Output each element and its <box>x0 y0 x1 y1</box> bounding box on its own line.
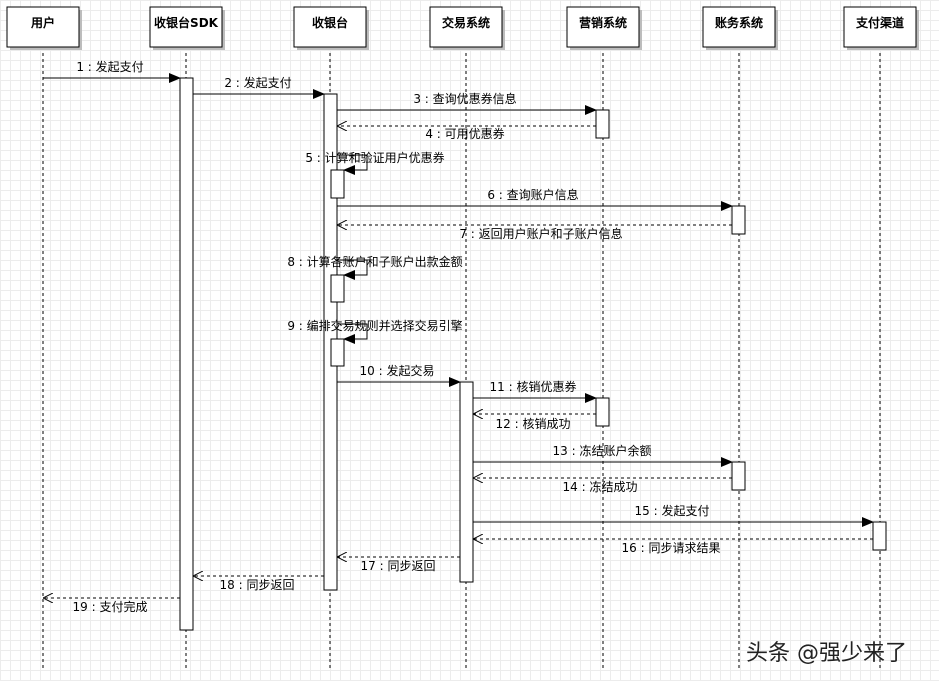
participant-box-trade <box>429 6 503 48</box>
message-label-17: 17 : 同步返回 <box>361 559 436 573</box>
message-label-11: 11 : 核销优惠券 <box>490 379 577 394</box>
message-label-10: 10 : 发起交易 <box>360 363 435 378</box>
message-label-8: 8 : 计算各账户和子账户出款金额 <box>287 254 462 269</box>
participant-label-user: 用户 <box>30 15 55 30</box>
activation-bar-cashier <box>330 338 345 367</box>
activation-bar-account <box>731 205 746 235</box>
message-label-15: 15 : 发起支付 <box>635 503 710 518</box>
activation-bar-cashier <box>330 169 345 199</box>
message-label-4: 4 : 可用优惠券 <box>425 126 504 141</box>
message-label-12: 12 : 核销成功 <box>496 417 571 431</box>
self-message-arrow-5 <box>337 154 368 175</box>
message-label-19: 19 : 支付完成 <box>73 599 148 614</box>
activation-bar-marketing <box>595 397 610 427</box>
participant-label-trade: 交易系统 <box>442 15 490 30</box>
activation-bar-channel <box>872 521 887 551</box>
message-label-1: 1 : 发起支付 <box>76 59 143 74</box>
participant-label-cashier: 收银台 <box>312 15 348 30</box>
participant-box-marketing <box>566 6 640 48</box>
message-label-5: 5 : 计算和验证用户优惠券 <box>305 150 444 165</box>
message-label-6: 6 : 查询账户信息 <box>487 187 578 202</box>
message-label-7: 7 : 返回用户账户和子账户信息 <box>459 226 622 241</box>
participant-label-channel: 支付渠道 <box>855 15 904 30</box>
self-message-arrow-9 <box>337 323 368 344</box>
participant-box-sdk <box>149 6 223 48</box>
message-label-18: 18 : 同步返回 <box>220 578 295 592</box>
activation-bar-trade <box>459 381 474 583</box>
self-message-arrow-8 <box>337 259 368 280</box>
participant-label-marketing: 营销系统 <box>579 15 627 30</box>
message-label-3: 3 : 查询优惠券信息 <box>413 91 516 106</box>
watermark-text: 头条 @强少来了 <box>746 641 907 666</box>
activation-bar-account <box>731 461 746 491</box>
message-label-13: 13 : 冻结账户余额 <box>553 443 652 458</box>
participant-label-sdk: 收银台SDK <box>154 15 219 30</box>
message-label-2: 2 : 发起支付 <box>224 75 291 90</box>
message-label-14: 14 : 冻结成功 <box>563 479 638 494</box>
participant-box-cashier <box>293 6 367 48</box>
message-label-9: 9 : 编排交易规则并选择交易引擎 <box>287 318 462 333</box>
participant-box-account <box>702 6 776 48</box>
participant-label-account: 账务系统 <box>715 15 763 30</box>
activation-bar-cashier <box>330 274 345 303</box>
activation-bar-marketing <box>595 109 610 139</box>
message-label-16: 16 : 同步请求结果 <box>622 541 721 555</box>
participant-box-channel <box>843 6 917 48</box>
activation-bar-sdk <box>179 77 194 631</box>
participant-box-user <box>6 6 80 48</box>
